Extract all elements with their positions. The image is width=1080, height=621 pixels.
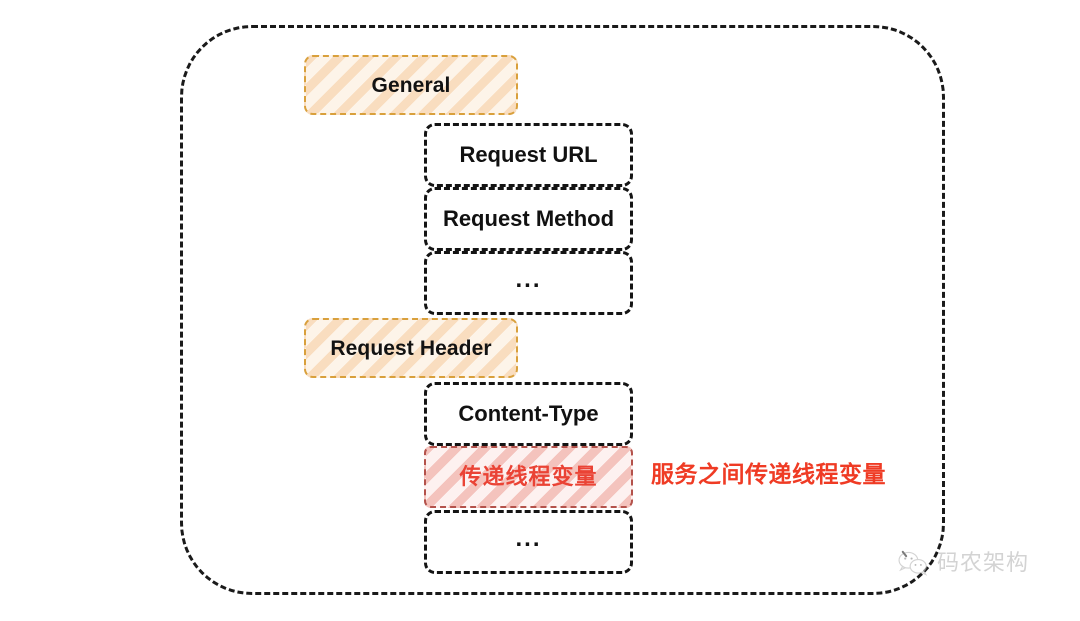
- watermark-label: 码农架构: [937, 551, 1030, 576]
- annotation-thread-variable: 服务之间传递线程变量: [651, 461, 886, 487]
- item-request-method: Request Method: [424, 187, 633, 251]
- wechat-icon: [898, 550, 930, 578]
- section-header-general: General: [304, 55, 518, 115]
- item-header-more: ...: [424, 510, 633, 574]
- item-request-url: Request URL: [424, 123, 633, 187]
- item-content-type: Content-Type: [424, 382, 633, 446]
- section-header-request-header-label: Request Header: [330, 336, 492, 360]
- item-request-method-label: Request Method: [442, 206, 615, 231]
- item-general-more: ...: [424, 251, 633, 315]
- section-header-general-label: General: [371, 73, 451, 97]
- item-header-more-label: ...: [515, 525, 542, 552]
- item-thread-variable-label: 传递线程变量: [459, 464, 598, 489]
- item-thread-variable: 传递线程变量: [424, 446, 633, 508]
- section-header-request-header: Request Header: [304, 318, 518, 378]
- http-request-container: [180, 25, 945, 595]
- item-general-more-label: ...: [515, 266, 542, 293]
- watermark: 码农架构: [898, 550, 1029, 578]
- item-content-type-label: Content-Type: [458, 401, 599, 426]
- item-request-url-label: Request URL: [459, 142, 598, 167]
